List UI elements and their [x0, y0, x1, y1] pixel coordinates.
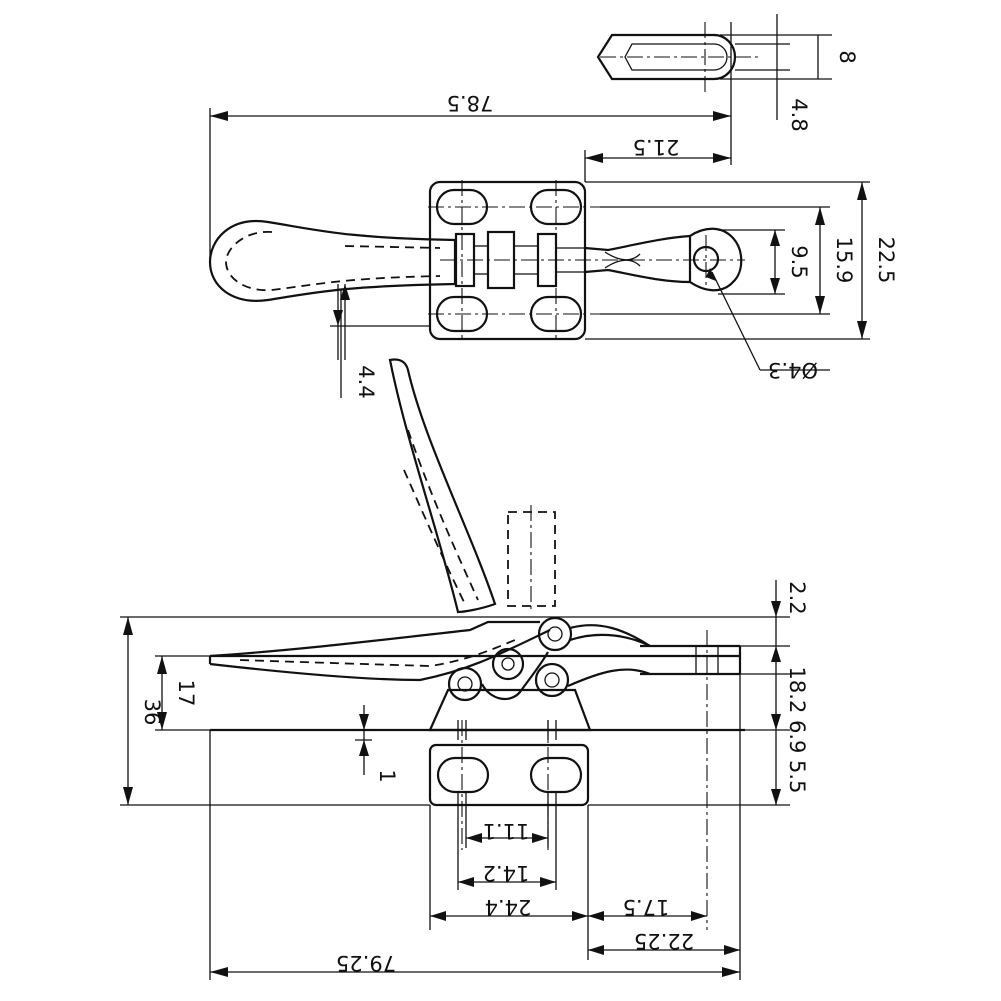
dim-reach-total: 22.25	[634, 929, 694, 953]
slot-detail	[596, 14, 832, 165]
dim-handle-offset: 4.4	[354, 365, 378, 398]
dim-hole-pitch-mid: 14.2	[483, 861, 530, 885]
dim-base-length: 24.4	[485, 895, 532, 919]
dim-height-bar: 17	[174, 680, 198, 707]
dim-tip-offset: 21.5	[633, 135, 680, 159]
dim-slot-length: 4.8	[787, 98, 811, 131]
dim-hole-diameter: Ø4.3	[768, 358, 818, 382]
dim-hole-spacing-small: 9.5	[787, 245, 811, 278]
dim-overall-length-side: 79.25	[336, 951, 396, 975]
dim-stack-heights: 18.2 6.9 5.5	[785, 667, 809, 794]
dim-base-width: 22.5	[874, 237, 898, 284]
dim-overall-length-top: 78.5	[447, 91, 494, 115]
dim-hole-pitch-inner: 11.1	[483, 819, 530, 843]
dim-base-thickness: 1	[375, 769, 399, 782]
dim-reach: 17.5	[623, 895, 670, 919]
side-dimensions	[123, 580, 781, 977]
dim-top-clearance: 2.2	[785, 581, 809, 614]
top-view	[208, 108, 870, 371]
dim-hole-spacing-large: 15.9	[832, 237, 856, 284]
dimension-labels: 8 4.8 78.5 21.5 9.5 15.9 22.5 Ø4.3 4.4 3…	[140, 50, 898, 975]
dim-height-total: 36	[140, 699, 164, 726]
dim-slot-width: 8	[835, 50, 859, 63]
side-view	[120, 358, 790, 980]
top-dimensions	[210, 111, 867, 398]
